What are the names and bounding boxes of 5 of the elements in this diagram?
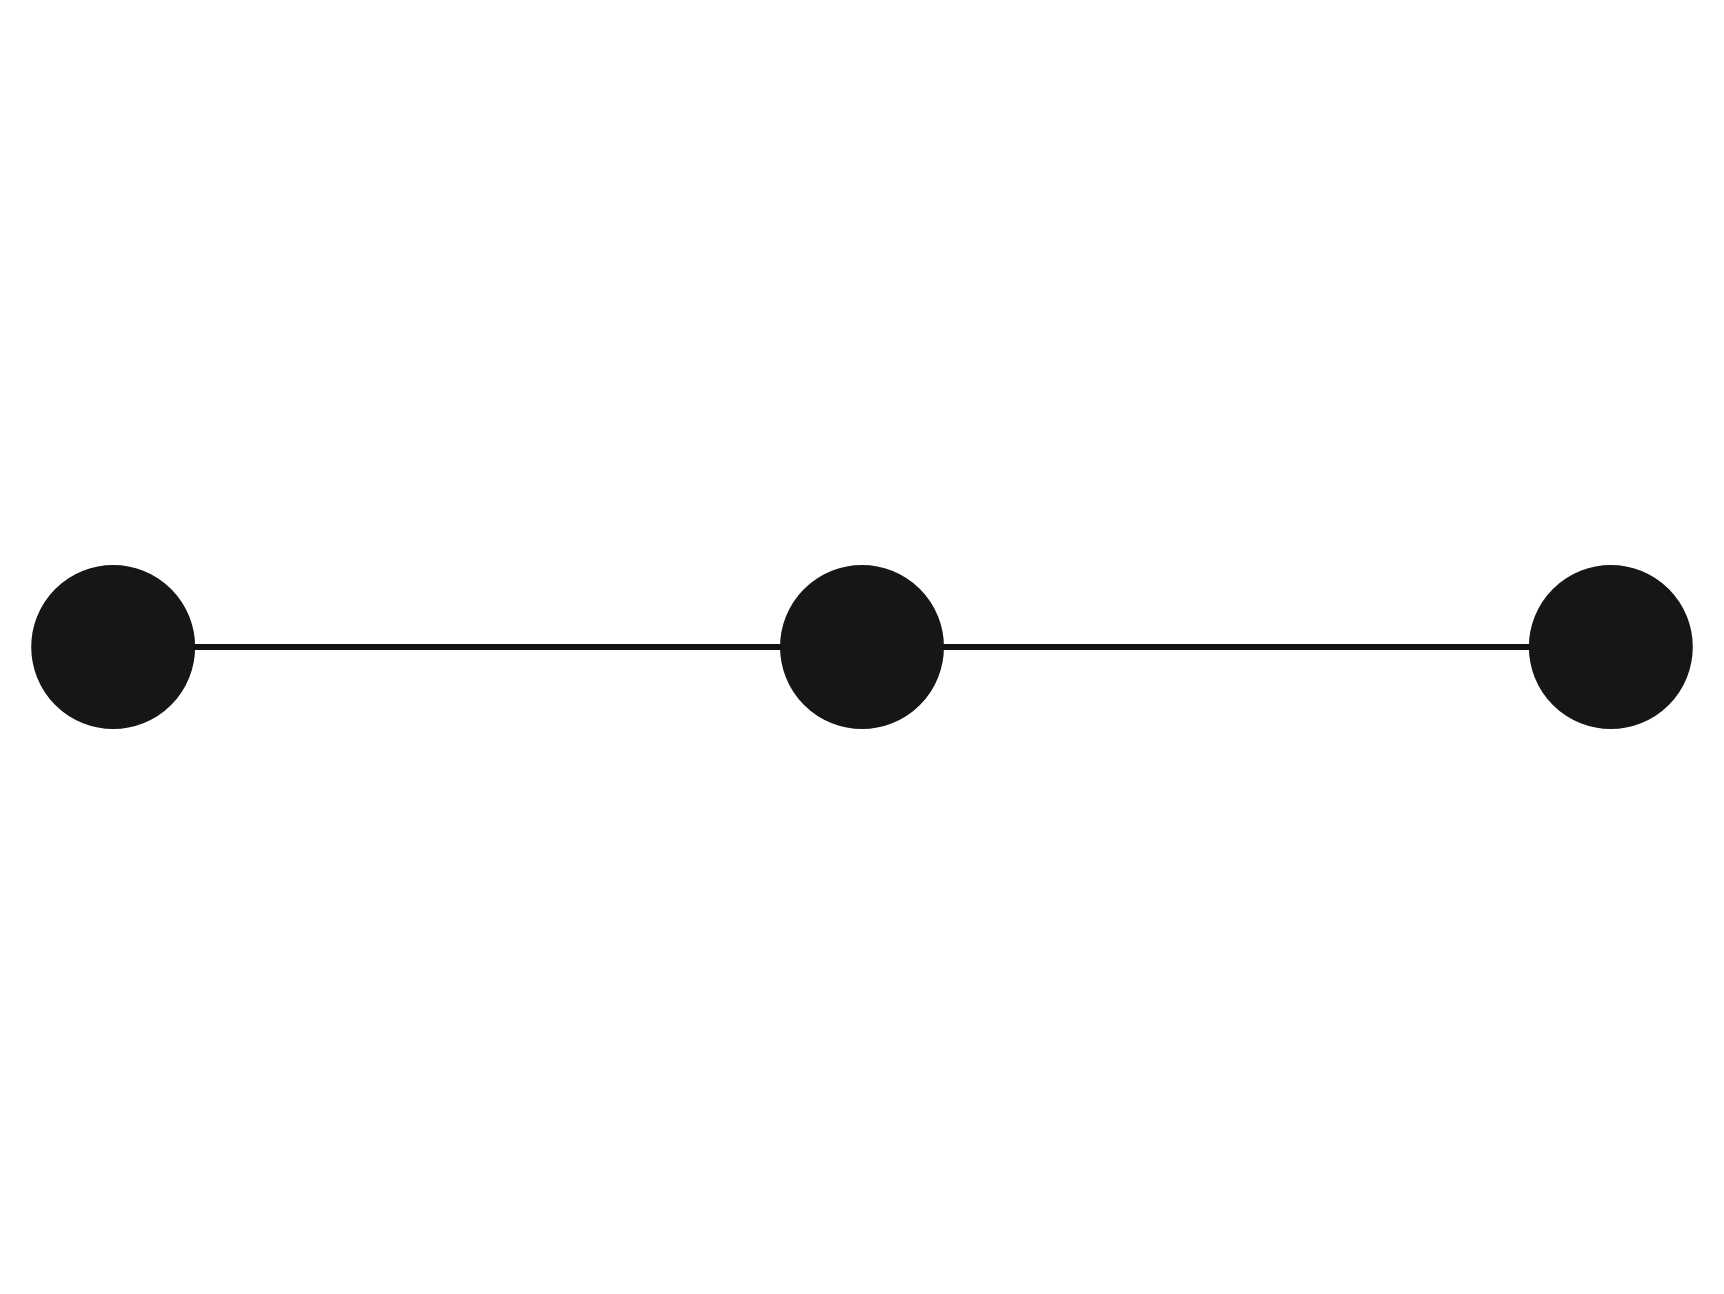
- node-circle: [31, 565, 196, 729]
- node-circle: [780, 565, 944, 729]
- node-circle: [1528, 565, 1693, 729]
- connector: [942, 644, 1530, 650]
- connector: [193, 644, 782, 650]
